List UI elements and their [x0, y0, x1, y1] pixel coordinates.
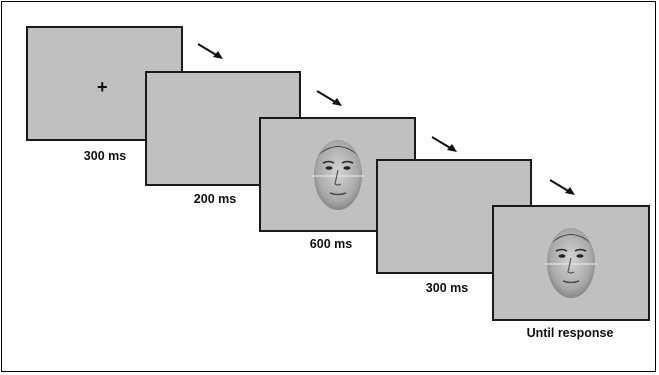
- face-screen-2: [492, 205, 650, 321]
- duration-label-5: Until response: [526, 326, 614, 340]
- face-icon: [545, 228, 597, 298]
- arrow-icon: [431, 136, 457, 152]
- duration-label-3: 600 ms: [309, 237, 353, 251]
- arrow-icon: [197, 43, 223, 59]
- fixation-cross: +: [97, 77, 108, 97]
- duration-label-4: 300 ms: [425, 281, 469, 295]
- arrow-icon: [316, 90, 342, 106]
- duration-label-2: 200 ms: [193, 192, 237, 206]
- duration-label-1: 300 ms: [83, 149, 127, 163]
- arrow-icon: [549, 179, 575, 195]
- face-icon: [312, 140, 364, 210]
